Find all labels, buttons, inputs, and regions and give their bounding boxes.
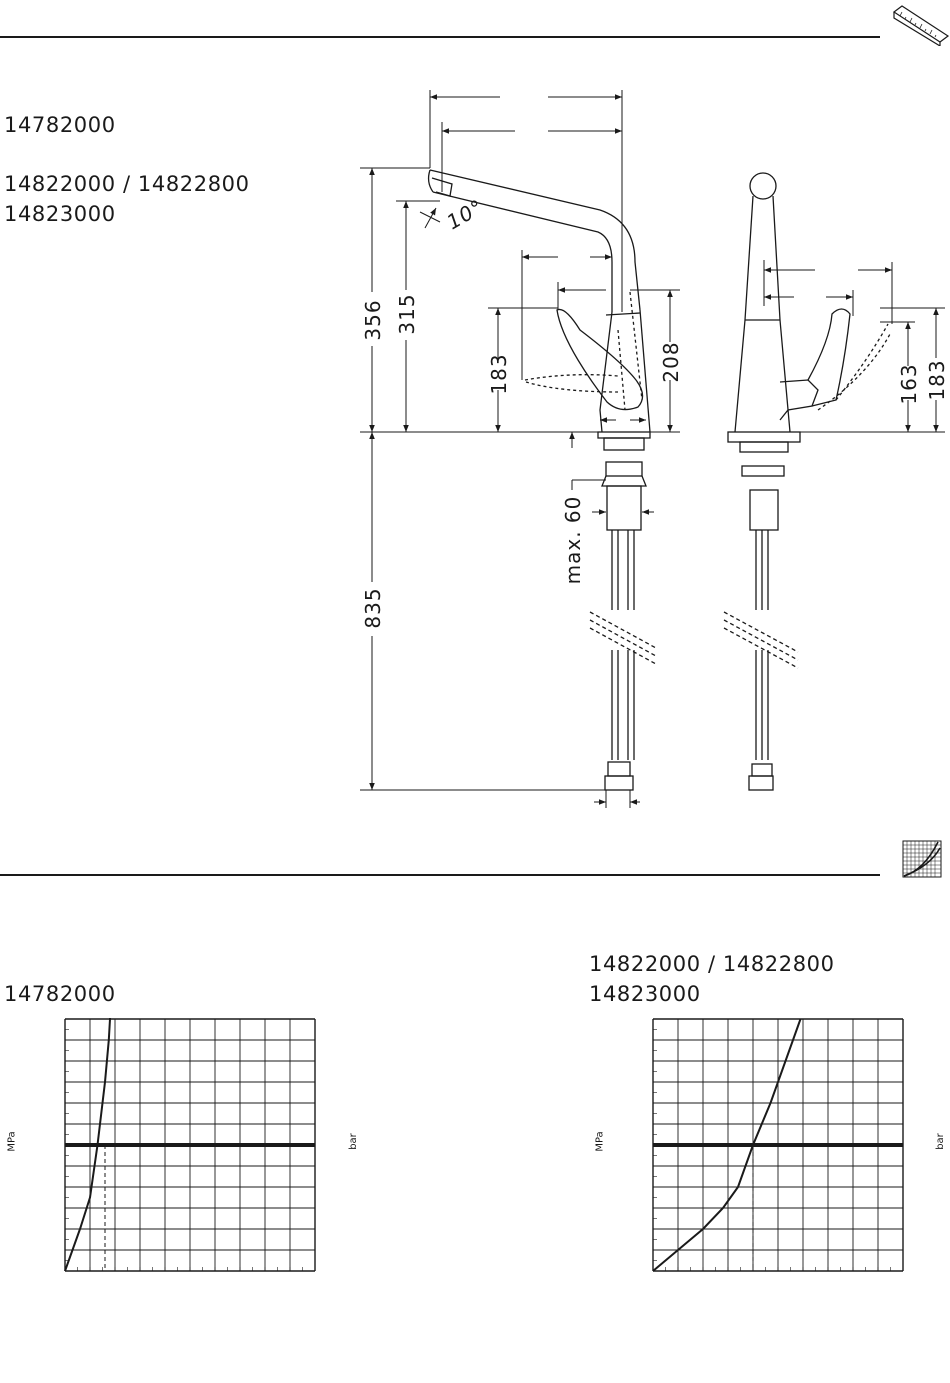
- right-chart-unit-bar: bar: [935, 1133, 946, 1150]
- left-chart-unit-bar: bar: [348, 1133, 359, 1150]
- dim-max-60: max. 60: [561, 496, 585, 585]
- dim-835: 835: [361, 587, 385, 628]
- dim-163: 163: [897, 363, 921, 404]
- flow-section-rule: [0, 874, 880, 876]
- left-chart-unit-mpa: MPa: [7, 1131, 18, 1151]
- chart-right-title-line2: 14823000: [589, 979, 701, 1009]
- flow-chart-left: [64, 1018, 316, 1272]
- dim-208: 208: [659, 341, 683, 382]
- right-chart-unit-mpa: MPa: [595, 1131, 606, 1151]
- chart-right-title-line1: 14822000 / 14822800: [589, 949, 835, 979]
- flow-chart-right: [652, 1018, 904, 1272]
- dim-356: 356: [361, 299, 385, 340]
- side-view-faucet: [724, 173, 890, 790]
- faucet-technical-drawing: 356 315 183 208 163 183 835 max. 60 10°: [0, 0, 950, 860]
- dim-315: 315: [395, 293, 419, 334]
- dim-183-front: 183: [487, 353, 511, 394]
- chart-left-title: 14782000: [4, 979, 116, 1009]
- dim-183-side: 183: [925, 359, 949, 400]
- dim-angle-10: 10°: [443, 194, 488, 234]
- flow-chart-icon: [902, 840, 942, 878]
